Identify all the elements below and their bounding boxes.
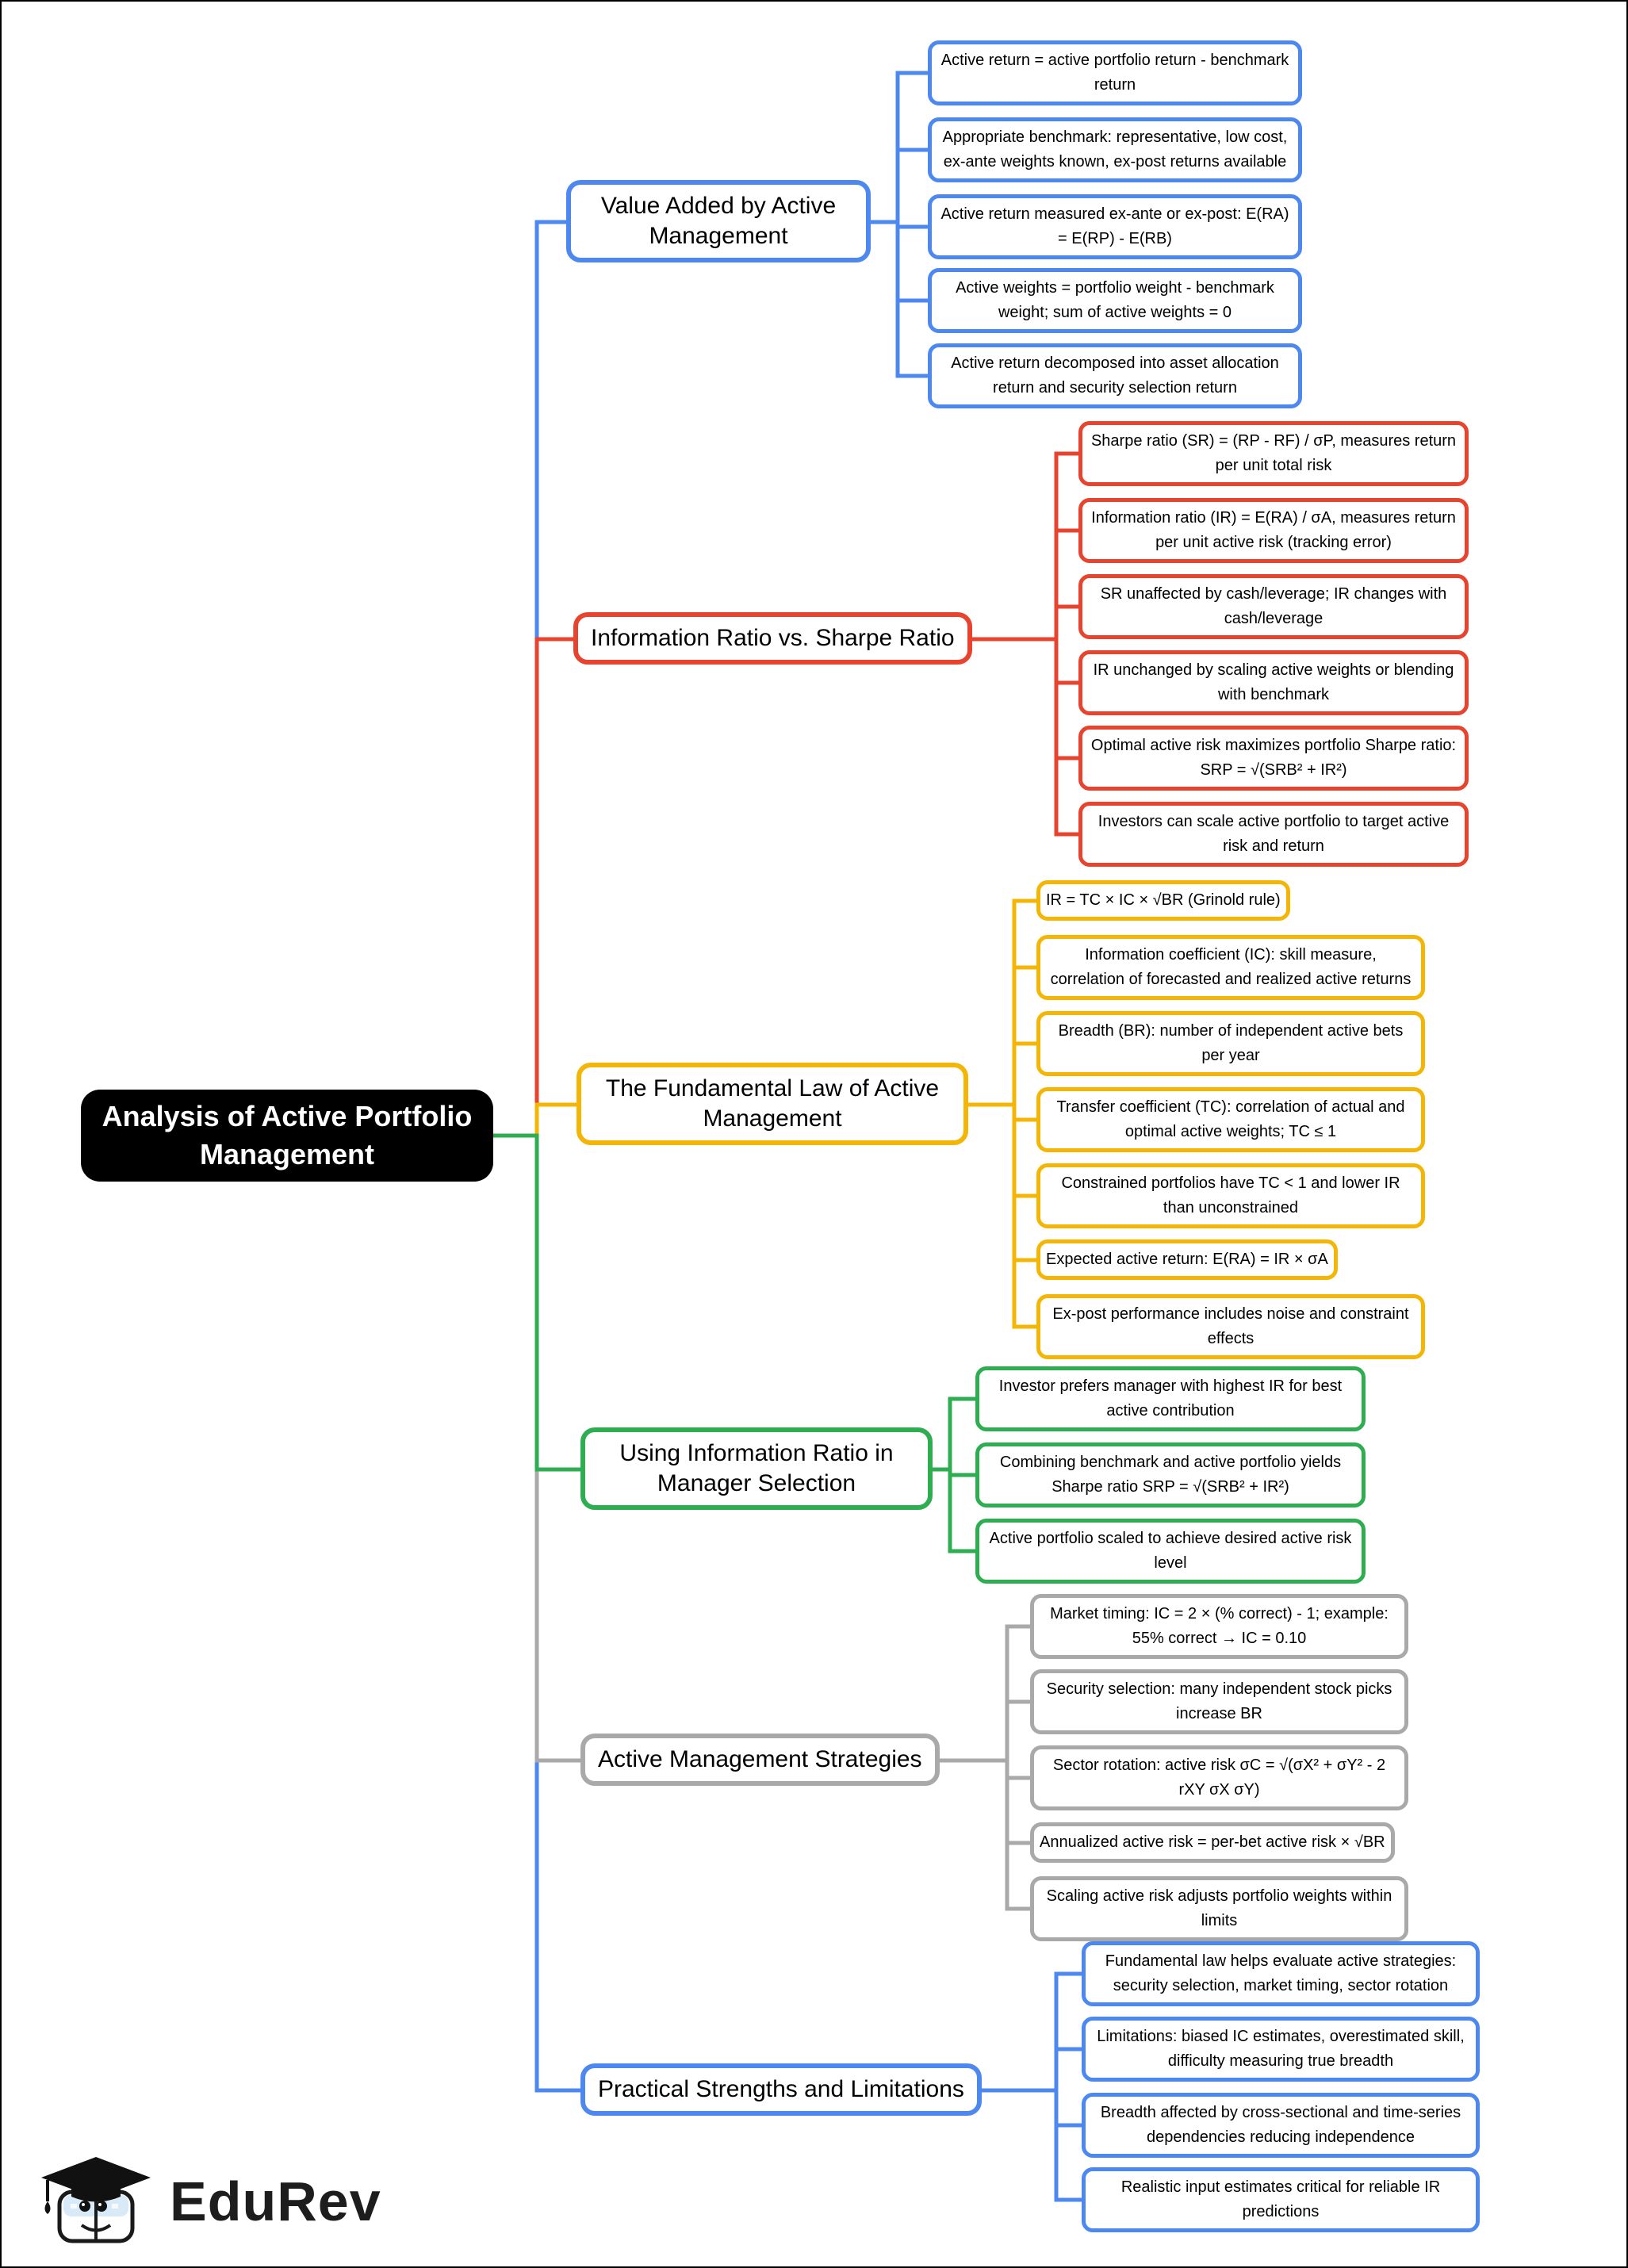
branch-title-strategies: Active Management Strategies <box>580 1734 940 1786</box>
leaf-node: Sharpe ratio (SR) = (RP - RF) / σP, meas… <box>1078 421 1469 486</box>
branch-title-value-added: Value Added by Active Management <box>566 180 871 262</box>
leaf-node: Annualized active risk = per-bet active … <box>1030 1822 1395 1863</box>
leaf-node: Expected active return: E(RA) = IR × σA <box>1036 1239 1338 1280</box>
edurev-logo-icon <box>41 2157 151 2243</box>
leaf-node: Ex-post performance includes noise and c… <box>1036 1294 1425 1359</box>
leaf-node: Fundamental law helps evaluate active st… <box>1082 1941 1480 2006</box>
edurev-logo-text: EduRev <box>170 2170 381 2232</box>
connector-line <box>446 637 653 1138</box>
leaf-node: Breadth affected by cross-sectional and … <box>1082 2093 1480 2158</box>
leaf-node: SR unaffected by cash/leverage; IR chang… <box>1078 574 1469 639</box>
leaf-node: Active return decomposed into asset allo… <box>928 343 1302 408</box>
leaf-node: Sector rotation: active risk σC = √(σX² … <box>1030 1745 1408 1810</box>
edurev-logo: EduRev <box>32 2152 381 2251</box>
connector-line <box>772 451 1110 642</box>
leaf-node: Security selection: many independent sto… <box>1030 1669 1408 1734</box>
branch-title-strengths-limits: Practical Strengths and Limitations <box>580 2063 982 2116</box>
leaf-node: Information ratio (IR) = E(RA) / σA, mea… <box>1078 498 1469 563</box>
leaf-node: Active return measured ex-ante or ex-pos… <box>928 194 1302 259</box>
leaf-node: Limitations: biased IC estimates, overes… <box>1082 2017 1480 2082</box>
leaf-node: Investor prefers manager with highest IR… <box>975 1366 1366 1431</box>
leaf-node: Investors can scale active portfolio to … <box>1078 802 1469 867</box>
leaf-node: Appropriate benchmark: representative, l… <box>928 117 1302 182</box>
root-node: Analysis of Active Portfolio Management <box>81 1090 493 1182</box>
leaf-node: Breadth (BR): number of independent acti… <box>1036 1011 1425 1076</box>
leaf-node: Market timing: IC = 2 × (% correct) - 1;… <box>1030 1594 1408 1659</box>
branch-title-ir-vs-sharpe: Information Ratio vs. Sharpe Ratio <box>573 612 972 665</box>
leaf-node: Combining benchmark and active portfolio… <box>975 1442 1366 1508</box>
leaf-node: Scaling active risk adjusts portfolio we… <box>1030 1876 1408 1941</box>
leaf-node: Active portfolio scaled to achieve desir… <box>975 1519 1366 1584</box>
leaf-node: Information coefficient (IC): skill meas… <box>1036 935 1425 1000</box>
leaf-node: IR = TC × IC × √BR (Grinold rule) <box>1036 880 1290 921</box>
connector-line <box>772 637 1110 837</box>
leaf-node: Active weights = portfolio weight - benc… <box>928 268 1302 333</box>
leaf-node: Transfer coefficient (TC): correlation o… <box>1036 1087 1425 1152</box>
leaf-node: Active return = active portfolio return … <box>928 40 1302 105</box>
connector-line <box>446 1133 660 2093</box>
leaf-node: Constrained portfolios have TC < 1 and l… <box>1036 1163 1425 1228</box>
leaf-node: Realistic input estimates critical for r… <box>1082 2167 1480 2232</box>
connector-line <box>446 1133 660 1472</box>
leaf-node: IR unchanged by scaling active weights o… <box>1078 650 1469 715</box>
connector-line <box>446 220 645 1138</box>
branch-title-manager-selection: Using Information Ratio in Manager Selec… <box>580 1427 933 1510</box>
leaf-node: Optimal active risk maximizes portfolio … <box>1078 726 1469 791</box>
branch-title-fundamental-law: The Fundamental Law of Active Management <box>577 1063 968 1145</box>
